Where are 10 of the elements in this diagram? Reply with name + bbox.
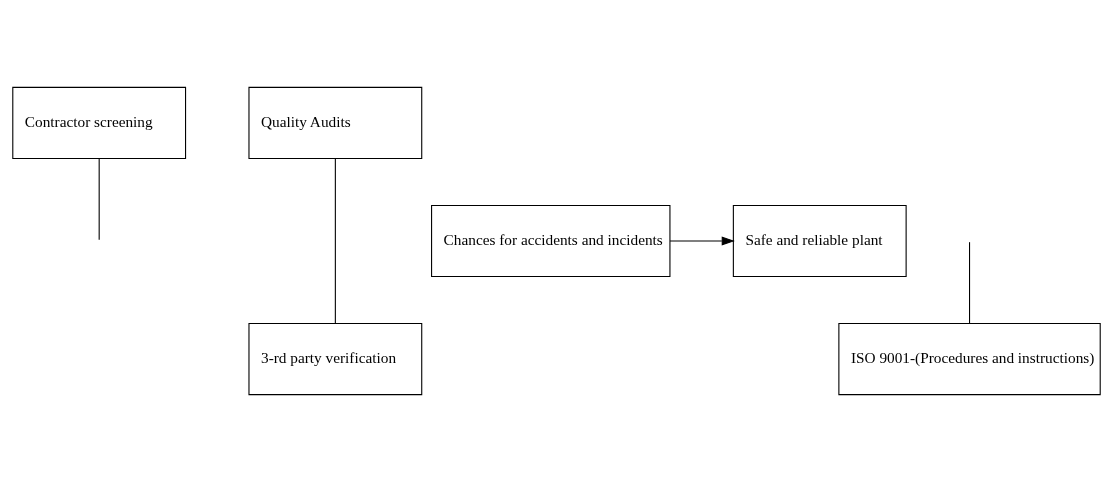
node-box: Quality Audits	[248, 86, 423, 159]
connector	[334, 157, 336, 324]
node-box: Safe and reliable plant	[732, 204, 907, 277]
connector	[98, 157, 100, 240]
arrow	[669, 235, 735, 246]
node-box: 3-rd party verification	[248, 322, 423, 395]
node-box: Contractor screening	[12, 86, 187, 159]
connector	[969, 241, 971, 324]
node-box: Chances for accidents and incidents	[431, 204, 671, 277]
node-box: ISO 9001-(Procedures and instructions)	[838, 322, 1101, 395]
